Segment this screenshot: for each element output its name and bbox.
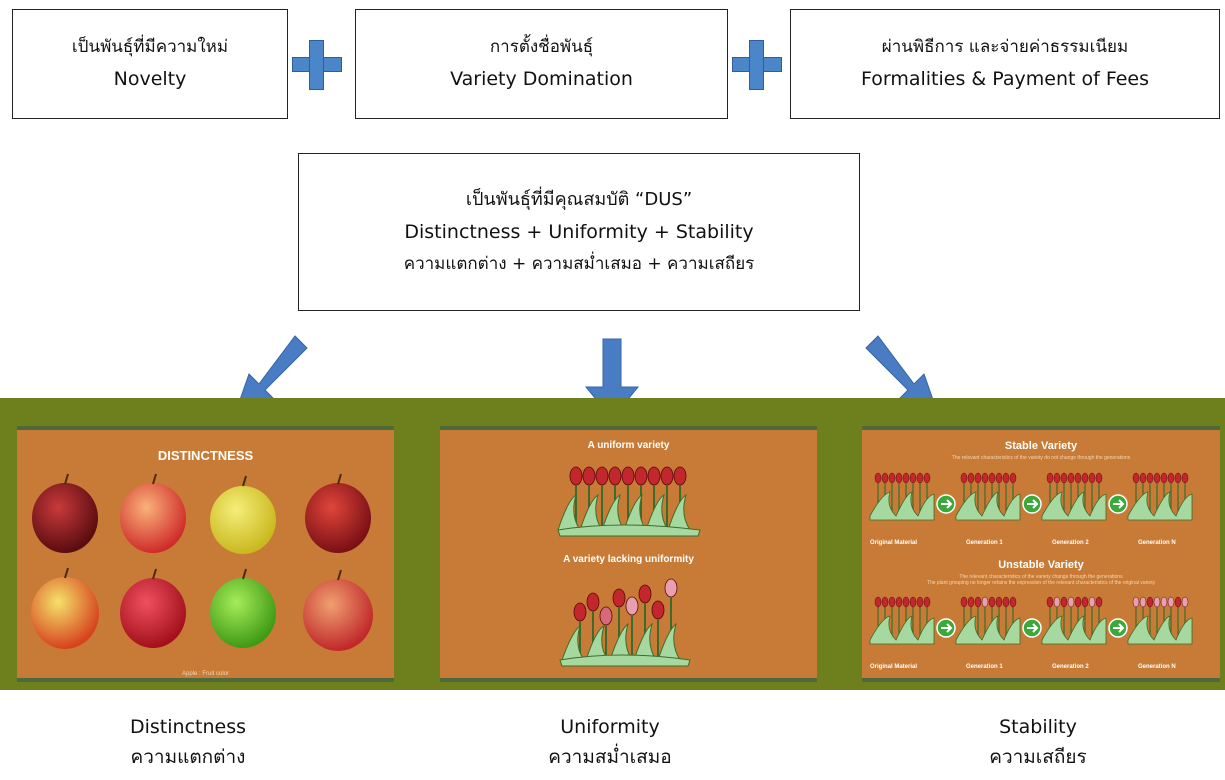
caption-stability-english: Stability xyxy=(999,716,1077,738)
gen-label-n-unstable: Generation N xyxy=(1138,664,1176,670)
apple-1 xyxy=(32,473,98,553)
unstable-variety-subtitle-2: The plant grouping no longer retains the… xyxy=(926,580,1156,586)
plus-icon-2 xyxy=(732,40,782,90)
distinctness-slide-title: DISTINCTNESS xyxy=(157,448,254,463)
unstable-generations-illustration xyxy=(869,596,1193,645)
formalities-thai: ผ่านพิธีการ และจ่ายค่าธรรมเนียม xyxy=(881,37,1129,57)
stable-variety-title: Stable Variety xyxy=(1004,440,1078,452)
denomination-english: Variety Domination xyxy=(450,68,633,90)
apple-3 xyxy=(210,475,276,554)
caption-distinctness-thai: ความแตกต่าง xyxy=(130,746,246,768)
dus-title: เป็นพันธุ์ที่มีคุณสมบัติ “DUS” xyxy=(465,189,693,210)
arrow-right-icon xyxy=(936,494,956,514)
arrow-right-icon xyxy=(1108,494,1128,514)
novelty-english: Novelty xyxy=(113,68,187,90)
gen-label-n: Generation N xyxy=(1138,540,1176,546)
caption-stability: Stability ความเสถียร xyxy=(908,712,1168,772)
caption-uniformity-thai: ความสม่ำเสมอ xyxy=(548,746,672,768)
caption-distinctness-english: Distinctness xyxy=(129,716,246,738)
non-uniform-plants-illustration xyxy=(559,578,691,667)
stable-variety-subtitle: The relevant characteristics of the vari… xyxy=(951,455,1131,461)
unstable-variety-title: Unstable Variety xyxy=(998,559,1084,571)
apple-2 xyxy=(120,473,186,553)
caption-uniformity: Uniformity ความสม่ำเสมอ xyxy=(480,712,740,772)
uniform-variety-title: A uniform variety xyxy=(587,440,670,451)
apple-6 xyxy=(120,568,186,648)
apples-illustration xyxy=(31,473,373,651)
stability-slide: Stable Variety The relevant characterist… xyxy=(862,426,1220,682)
distinctness-footer: Apple : Fruit color xyxy=(181,671,230,677)
non-uniform-variety-title: A variety lacking uniformity xyxy=(563,554,694,565)
apple-7 xyxy=(210,568,276,648)
arrow-right-icon xyxy=(1022,618,1042,638)
arrow-right-icon xyxy=(1108,618,1128,638)
gen-label-1-unstable: Generation 1 xyxy=(966,664,1003,670)
plus-icon-1 xyxy=(292,40,342,90)
distinctness-slide: DISTINCTNESS Apple : Fruit color xyxy=(17,426,394,682)
apple-4 xyxy=(305,473,371,553)
gen-label-2: Generation 2 xyxy=(1052,540,1089,546)
dus-box: เป็นพันธุ์ที่มีคุณสมบัติ “DUS” Distinctn… xyxy=(298,153,860,311)
unstable-variety-subtitle-1: The relevant characteristics of the vari… xyxy=(959,574,1123,580)
formalities-box: ผ่านพิธีการ และจ่ายค่าธรรมเนียม Formalit… xyxy=(790,9,1220,119)
gen-label-original: Original Material xyxy=(870,540,918,546)
apple-5 xyxy=(31,567,99,649)
arrow-right-icon xyxy=(1022,494,1042,514)
uniform-plants-illustration xyxy=(557,466,701,537)
gen-label-2-unstable: Generation 2 xyxy=(1052,664,1089,670)
caption-distinctness: Distinctness ความแตกต่าง xyxy=(58,712,318,772)
uniformity-slide: A uniform variety A variety lacking unif… xyxy=(440,426,817,682)
apple-8 xyxy=(303,569,373,651)
denomination-thai: การตั้งชื่อพันธุ์ xyxy=(489,37,594,57)
novelty-thai: เป็นพันธุ์ที่มีความใหม่ xyxy=(71,37,229,57)
formalities-english: Formalities & Payment of Fees xyxy=(860,68,1149,90)
arrow-right-icon xyxy=(936,618,956,638)
gen-label-1: Generation 1 xyxy=(966,540,1003,546)
caption-uniformity-english: Uniformity xyxy=(560,716,660,738)
gen-label-original-unstable: Original Material xyxy=(870,664,918,670)
variety-denomination-box: การตั้งชื่อพันธุ์ Variety Domination xyxy=(355,9,728,119)
caption-stability-thai: ความเสถียร xyxy=(989,746,1087,768)
dus-english: Distinctness + Uniformity + Stability xyxy=(404,221,754,243)
dus-thai: ความแตกต่าง + ความสม่ำเสมอ + ความเสถียร xyxy=(403,254,755,274)
stable-generations-illustration xyxy=(869,472,1193,521)
novelty-box: เป็นพันธุ์ที่มีความใหม่ Novelty xyxy=(12,9,288,119)
